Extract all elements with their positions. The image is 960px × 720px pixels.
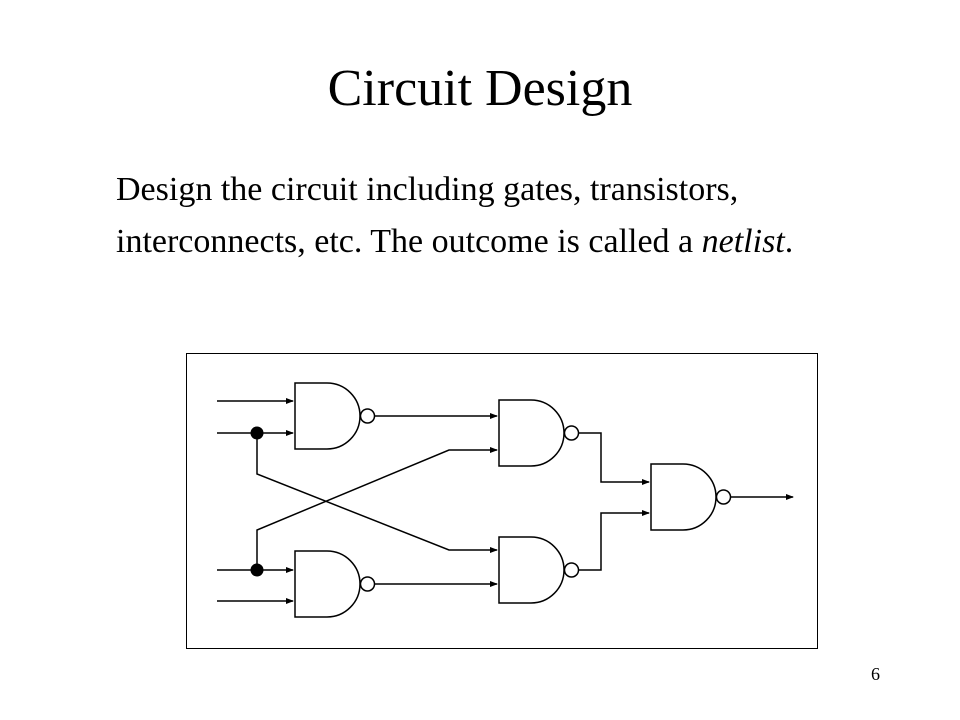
- wire: [578, 510, 650, 571]
- inversion-bubble: [715, 489, 732, 505]
- inversion-bubble: [359, 408, 376, 424]
- body-text-end: .: [784, 223, 794, 260]
- junction-dot: [250, 426, 264, 440]
- slide-title: Circuit Design: [327, 60, 633, 117]
- wire: [578, 432, 650, 485]
- nand-gate-top-middle: [498, 399, 565, 467]
- body-text: Design the circuit including gates, tran…: [116, 171, 739, 260]
- body-term-netlist: netlist: [701, 223, 785, 260]
- circuit-diagram-svg: [217, 382, 794, 618]
- nand-gate-bottom-left: [294, 550, 361, 618]
- nand-gate-output: [650, 463, 717, 531]
- junction-dot: [250, 563, 264, 577]
- page-number: 6: [871, 664, 880, 684]
- inversion-bubble: [563, 425, 580, 441]
- nand-gate-top-left: [294, 382, 361, 450]
- inversion-bubble: [359, 576, 376, 592]
- nand-gate-bottom-middle: [498, 536, 565, 604]
- cross-wire-bottom-to-top: [256, 447, 498, 570]
- circuit-diagram: [186, 353, 818, 649]
- slide-body-text: Design the circuit including gates, tran…: [116, 164, 916, 268]
- inversion-bubble: [563, 562, 580, 578]
- cross-wire-top-to-bottom: [256, 433, 498, 553]
